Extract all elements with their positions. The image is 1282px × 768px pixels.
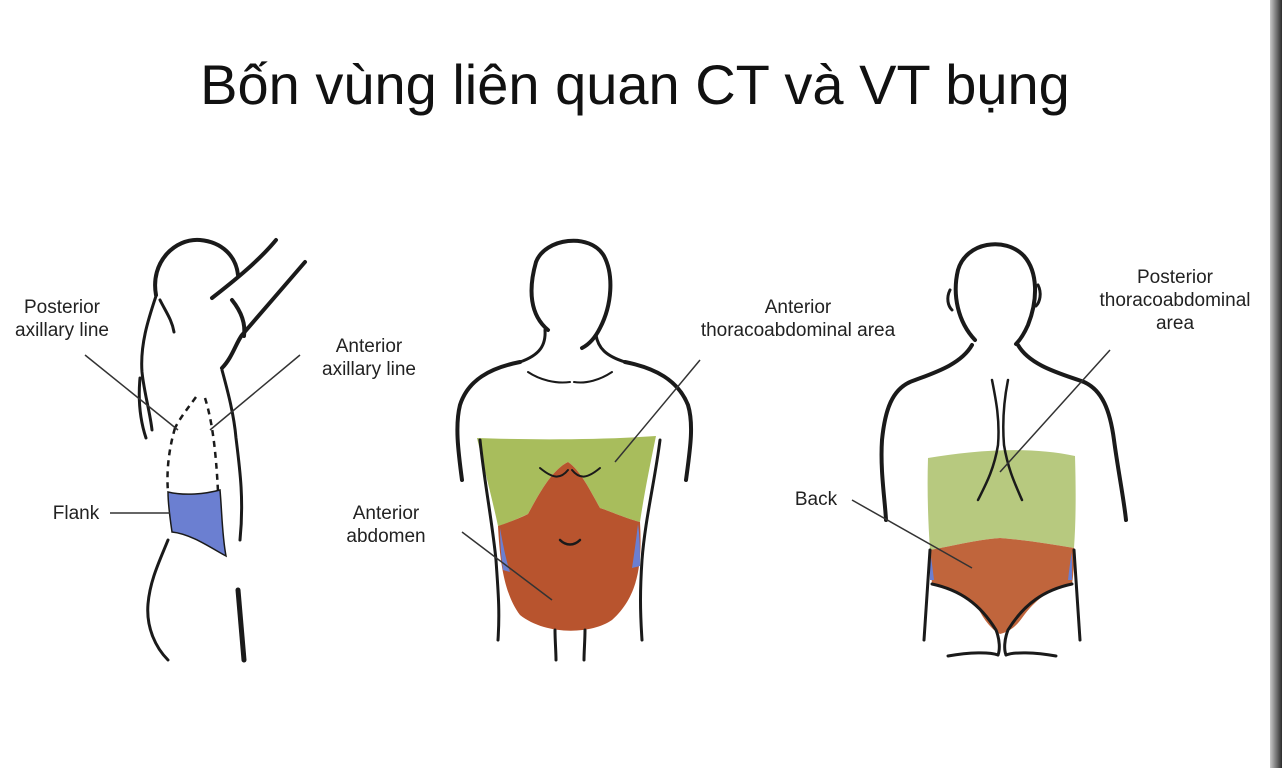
label-back: Back xyxy=(794,489,838,510)
back-figure xyxy=(851,242,1128,658)
label-posterior-axillary-line: Posterior axillary line xyxy=(15,297,109,341)
anterior-thoracoabdominal-region xyxy=(477,436,656,526)
front-pointer-lines xyxy=(461,359,701,601)
back-region xyxy=(930,538,1074,634)
posterior-thoracoabdominal-region xyxy=(927,450,1076,550)
axillary-lines xyxy=(166,396,220,493)
side-pointer-lines xyxy=(84,354,301,514)
flank-region xyxy=(167,489,228,558)
anterior-abdomen-region xyxy=(498,462,641,631)
label-flank: Flank xyxy=(52,503,100,524)
label-anterior-abdomen: Anterior abdomen xyxy=(346,503,426,547)
label-anterior-axillary-line: Anterior axillary line xyxy=(322,336,416,380)
back-pointer-lines xyxy=(851,349,1111,569)
side-figure xyxy=(137,237,307,663)
slide-title: Bốn vùng liên quan CT và VT bụng xyxy=(200,53,1070,116)
front-figure xyxy=(455,238,701,662)
right-edge-shadow xyxy=(1270,0,1282,768)
label-posterior-thoracoabdominal-area: Posterior thoracoabdominal area xyxy=(1099,267,1251,334)
label-anterior-thoracoabdominal-area: Anterior thoracoabdominal area xyxy=(700,297,896,341)
